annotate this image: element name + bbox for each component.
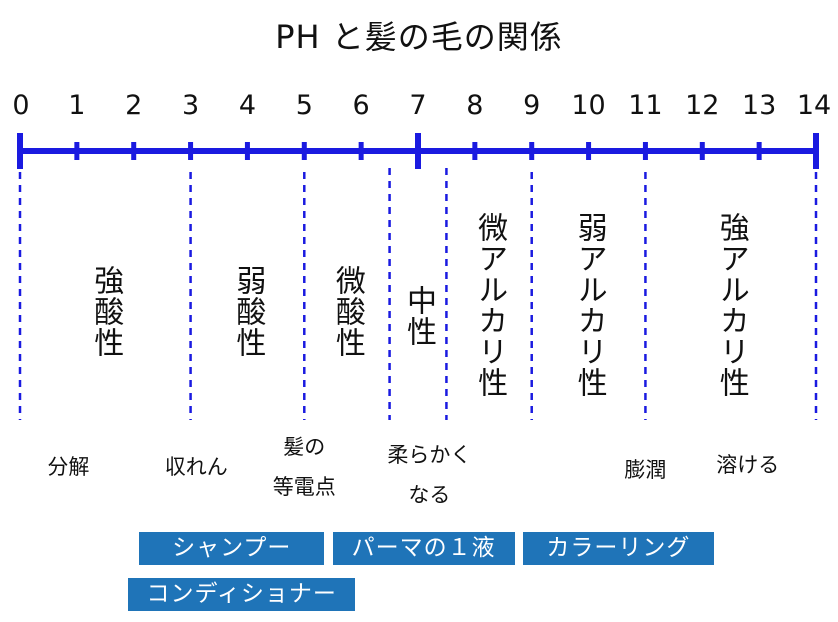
ph-tick-label: 9 [523, 90, 541, 121]
hair-effect-line: 収れん [164, 455, 228, 479]
hair-effect-line: 分解 [47, 455, 90, 479]
ph-tick-label: 0 [12, 90, 30, 121]
hair-effect-label: 髪の等電点 [273, 427, 336, 507]
hair-effect-label: 柔らかくなる [387, 435, 471, 515]
hair-effect-line: 等電点 [272, 475, 336, 499]
ph-tick-label: 14 [796, 90, 832, 121]
ph-tick-label: 6 [352, 90, 370, 121]
hair-effect-label: 膨潤 [624, 450, 666, 490]
ph-tick-label: 7 [409, 90, 427, 121]
ph-tick-label: 5 [295, 90, 313, 121]
ph-tick-label: 8 [466, 90, 484, 121]
product-tag: カラーリング [523, 532, 714, 565]
zone-label: 中性 [401, 285, 436, 347]
ph-tick-label: 4 [238, 90, 257, 121]
ph-tick-label: 3 [181, 90, 200, 121]
product-tag: コンディショナー [128, 578, 356, 611]
ph-tick-label: 1 [68, 90, 86, 121]
ph-tick-label: 2 [125, 90, 143, 121]
zone-label: 強アルカリ性 [713, 212, 749, 398]
hair-effect-line: 髪の [283, 435, 326, 459]
hair-effect-line: 膨潤 [624, 458, 667, 482]
zone-label: 強酸性 [88, 265, 124, 358]
zone-label: 弱酸性 [230, 265, 266, 358]
product-tag: シャンプー [139, 532, 325, 565]
ph-tick-label: 13 [741, 90, 777, 121]
zone-label: 微酸性 [329, 265, 365, 358]
hair-effect-label: 溶ける [716, 445, 779, 485]
ph-tick-label: 11 [628, 90, 663, 121]
ph-tick-label: 10 [571, 90, 606, 121]
zone-label: 弱アルカリ性 [571, 212, 607, 398]
ph-tick-label: 12 [685, 90, 720, 121]
product-tag: パーマの１液 [332, 532, 515, 565]
hair-effect-line: なる [408, 483, 451, 507]
diagram-title: PH と髪の毛の関係 [275, 18, 563, 56]
hair-effect-line: 溶ける [716, 453, 780, 477]
zone-label: 微アルカリ性 [472, 212, 508, 398]
hair-effect-label: 分解 [47, 447, 89, 487]
hair-effect-label: 収れん [165, 447, 228, 487]
hair-effect-line: 柔らかく [387, 443, 472, 467]
